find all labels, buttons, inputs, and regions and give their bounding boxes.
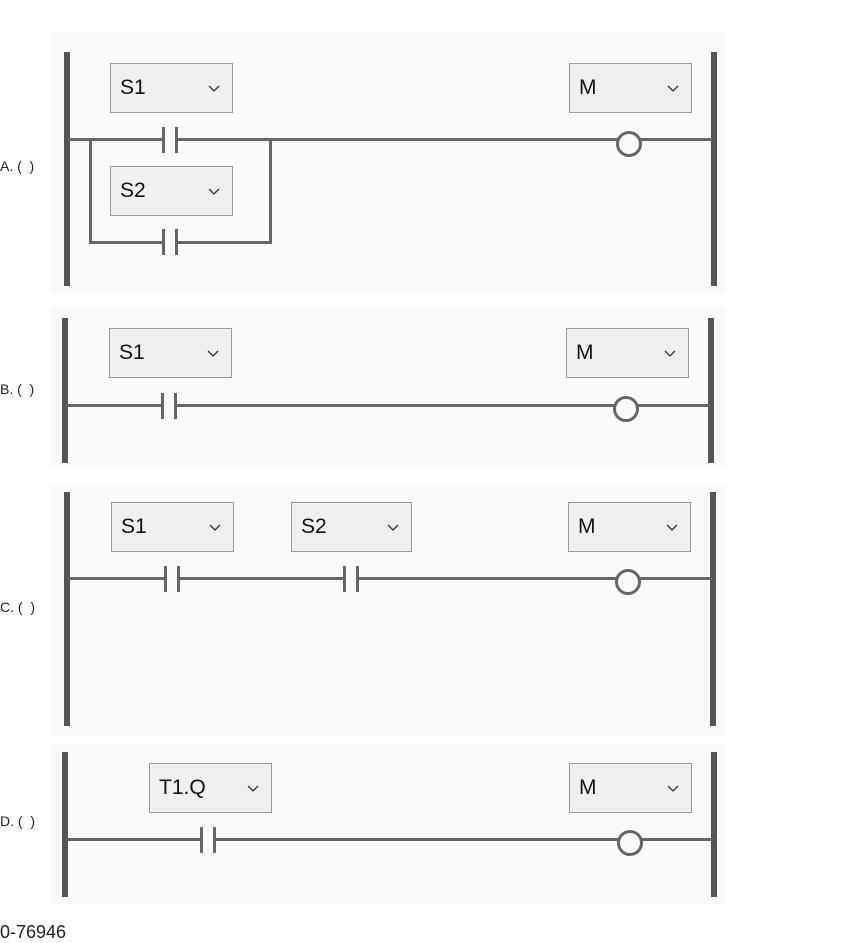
contact-a-s1-value: S1 [120,76,146,99]
contact-d-t1q [198,827,218,853]
coil-d-value: M [579,776,597,799]
rung-wire-a [68,138,712,141]
contact-c-s1 [162,566,182,592]
contact-b-s1-value: S1 [119,341,145,364]
contact-a-s2-select[interactable]: S2 [110,166,233,216]
contact-a-s1-select[interactable]: S1 [110,63,233,113]
coil-d [617,830,643,856]
chevron-down-icon [207,347,219,359]
coil-c-value: M [578,515,596,538]
contact-a-s2-value: S2 [120,179,146,202]
contact-b-s1-select[interactable]: S1 [109,328,232,378]
contact-c-s1-value: S1 [121,515,147,538]
left-power-rail-d [62,752,68,897]
chevron-down-icon [209,521,221,533]
coil-d-select[interactable]: M [569,763,692,813]
right-power-rail-d [711,752,717,897]
coil-a [616,131,642,157]
coil-c [615,569,641,595]
branch-wire-a-left [89,139,92,243]
option-a-label: A. ( ) [0,158,35,174]
contact-c-s1-select[interactable]: S1 [111,502,234,552]
chevron-down-icon [247,782,259,794]
right-power-rail-b [708,318,714,463]
coil-a-value: M [579,76,597,99]
contact-d-t1q-value: T1.Q [159,776,206,799]
option-b-label: B. ( ) [0,381,35,397]
contact-a-s2 [160,229,180,255]
chevron-down-icon [667,782,679,794]
chevron-down-icon [667,82,679,94]
option-d-label: D. ( ) [0,813,35,829]
rung-wire-b [66,404,710,407]
chevron-down-icon [664,347,676,359]
rung-wire-d [66,838,713,841]
branch-wire-a-right [269,139,272,243]
coil-a-select[interactable]: M [569,63,692,113]
rung-wire-c [68,577,712,580]
chevron-down-icon [208,82,220,94]
coil-b-select[interactable]: M [566,328,689,378]
contact-c-s2 [341,566,361,592]
coil-c-select[interactable]: M [568,502,691,552]
question-id: 0-76946 [0,922,67,942]
chevron-down-icon [666,521,678,533]
right-power-rail-c [710,492,716,726]
right-power-rail-a [711,52,717,286]
left-power-rail-a [64,52,70,286]
left-power-rail-c [64,492,70,726]
left-power-rail-b [62,318,68,463]
chevron-down-icon [208,185,220,197]
chevron-down-icon [387,521,399,533]
contact-c-s2-value: S2 [301,515,327,538]
contact-b-s1 [159,393,179,419]
coil-b-value: M [576,341,594,364]
coil-b [613,396,639,422]
contact-a-s1 [160,127,180,153]
branch-wire-a-bottom [89,241,272,244]
contact-c-s2-select[interactable]: S2 [291,502,412,552]
option-c-label: C. ( ) [0,599,35,615]
contact-d-t1q-select[interactable]: T1.Q [149,763,272,813]
